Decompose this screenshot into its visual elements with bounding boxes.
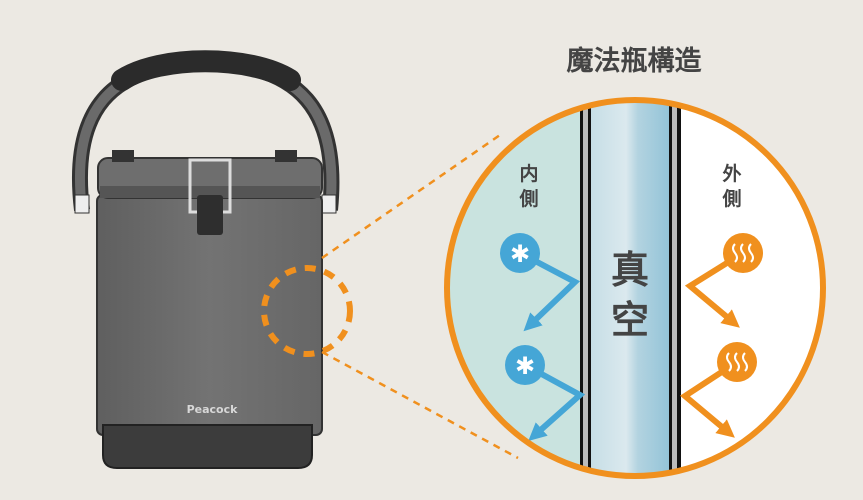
zoom-focus-circle: [261, 265, 353, 357]
jar-base: [102, 424, 313, 469]
handle-grip: [111, 50, 301, 91]
steam-icon: [717, 342, 757, 382]
heat-arrow: [679, 359, 739, 438]
steam-icon: [723, 233, 763, 273]
cold-arrow: [523, 362, 586, 441]
vacuum-label-2: 空: [611, 298, 649, 342]
inner-label-1: 内: [519, 162, 538, 185]
diagram-title: 魔法瓶構造: [567, 46, 702, 77]
brand-logo: Peacock: [187, 403, 239, 416]
magnifier-circle: [444, 97, 826, 479]
heat-arrow: [684, 250, 745, 328]
food-jar-illustration: Peacock: [71, 50, 340, 469]
outer-label-2: 側: [721, 188, 741, 210]
vacuum-layer: [591, 100, 669, 476]
zoom-line-bottom: [321, 350, 519, 460]
vacuum-label-1: 真: [611, 248, 649, 292]
inner-label-2: 側: [518, 188, 538, 210]
cross-section: ✱ ✱ 内 側 外 側 真 空: [447, 100, 823, 476]
snowflake-icon: ✱: [505, 345, 545, 385]
svg-text:✱: ✱: [515, 352, 535, 380]
zoom-line-top: [321, 133, 501, 260]
svg-text:✱: ✱: [510, 240, 530, 268]
outer-label-1: 外: [722, 162, 741, 185]
snowflake-icon: ✱: [500, 233, 540, 273]
cold-arrow: [518, 250, 581, 332]
